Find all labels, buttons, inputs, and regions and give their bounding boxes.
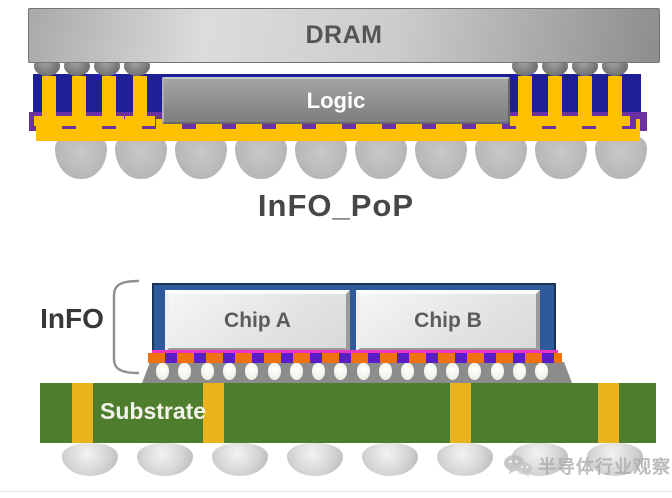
solder-ball-large <box>175 137 227 179</box>
tiv-pillar <box>42 76 56 122</box>
solder-ball-large <box>235 137 287 179</box>
micro-bump <box>490 363 504 380</box>
substrate-via <box>72 383 93 443</box>
solder-ball-large <box>595 137 647 179</box>
bga-ball <box>62 443 118 476</box>
rdl-bump-pad-row <box>148 353 562 363</box>
bga-ball <box>362 443 418 476</box>
tiv-pillar <box>72 76 86 122</box>
micro-bump <box>401 363 415 380</box>
solder-ball-large <box>535 137 587 179</box>
substrate-via <box>203 383 224 443</box>
solder-ball-large <box>295 137 347 179</box>
micro-bump <box>445 363 459 380</box>
tiv-foot <box>570 116 600 126</box>
chip-b-die: Chip B <box>356 290 540 352</box>
info-label: InFO <box>40 303 104 334</box>
tiv-pillar <box>133 76 147 122</box>
bga-ball <box>287 443 343 476</box>
tiv-foot <box>125 116 155 126</box>
micro-bump <box>379 363 392 380</box>
solder-ball-large <box>415 137 467 179</box>
rdl-trace-pattern <box>36 119 640 130</box>
micro-bump <box>267 363 281 380</box>
rdl-trace-solid <box>36 129 640 141</box>
tiv-foot <box>94 116 124 126</box>
chip-a-label: Chip A <box>224 309 291 332</box>
bga-ball <box>587 443 643 476</box>
micro-bump <box>156 363 169 380</box>
dram-die: DRAM <box>28 8 660 63</box>
tiv-pillar <box>548 76 562 122</box>
micro-bump <box>512 363 526 380</box>
micro-bump <box>222 363 236 380</box>
info-bracket <box>112 279 140 375</box>
chip-b-label: Chip B <box>414 309 482 332</box>
substrate-label: Substrate <box>100 398 207 424</box>
solder-ball-large <box>55 137 107 179</box>
micro-bump <box>245 363 259 380</box>
bga-ball <box>137 443 193 476</box>
bga-ball <box>437 443 493 476</box>
substrate <box>40 383 656 443</box>
chip-a-die: Chip A <box>165 290 350 352</box>
micro-bump <box>178 363 192 380</box>
bottom-divider <box>0 491 672 492</box>
tiv-foot <box>540 116 570 126</box>
dram-label: DRAM <box>305 21 383 49</box>
logic-label: Logic <box>306 87 366 113</box>
substrate-via <box>450 383 471 443</box>
tiv-foot <box>600 116 630 126</box>
tiv-pillar <box>518 76 532 122</box>
bga-ball <box>212 443 268 476</box>
caption-info-pop: InFO_PoP <box>257 188 415 223</box>
tiv-foot <box>64 116 94 126</box>
tiv-pillar <box>102 76 116 122</box>
tiv-pillar <box>578 76 592 122</box>
logic-die: Logic <box>162 77 510 124</box>
micro-bump <box>356 363 370 380</box>
micro-bump <box>468 363 482 380</box>
rdl-seed-layer <box>152 350 558 353</box>
micro-bump <box>423 363 437 380</box>
micro-bump <box>312 363 326 380</box>
tiv-pillar <box>608 76 622 122</box>
tiv-foot <box>34 116 64 126</box>
watermark-text: 半导体行业观察 <box>538 457 671 477</box>
solder-ball-large <box>475 137 527 179</box>
solder-ball-large <box>355 137 407 179</box>
micro-bump <box>200 363 214 380</box>
micro-bump <box>334 363 348 380</box>
micro-bump <box>289 363 303 380</box>
micro-bump <box>535 363 549 380</box>
substrate-via <box>598 383 619 443</box>
tiv-foot <box>510 116 540 126</box>
wechat-icon <box>504 455 532 477</box>
watermark: 半导体行业观察 <box>503 453 671 479</box>
solder-ball-large <box>115 137 167 179</box>
